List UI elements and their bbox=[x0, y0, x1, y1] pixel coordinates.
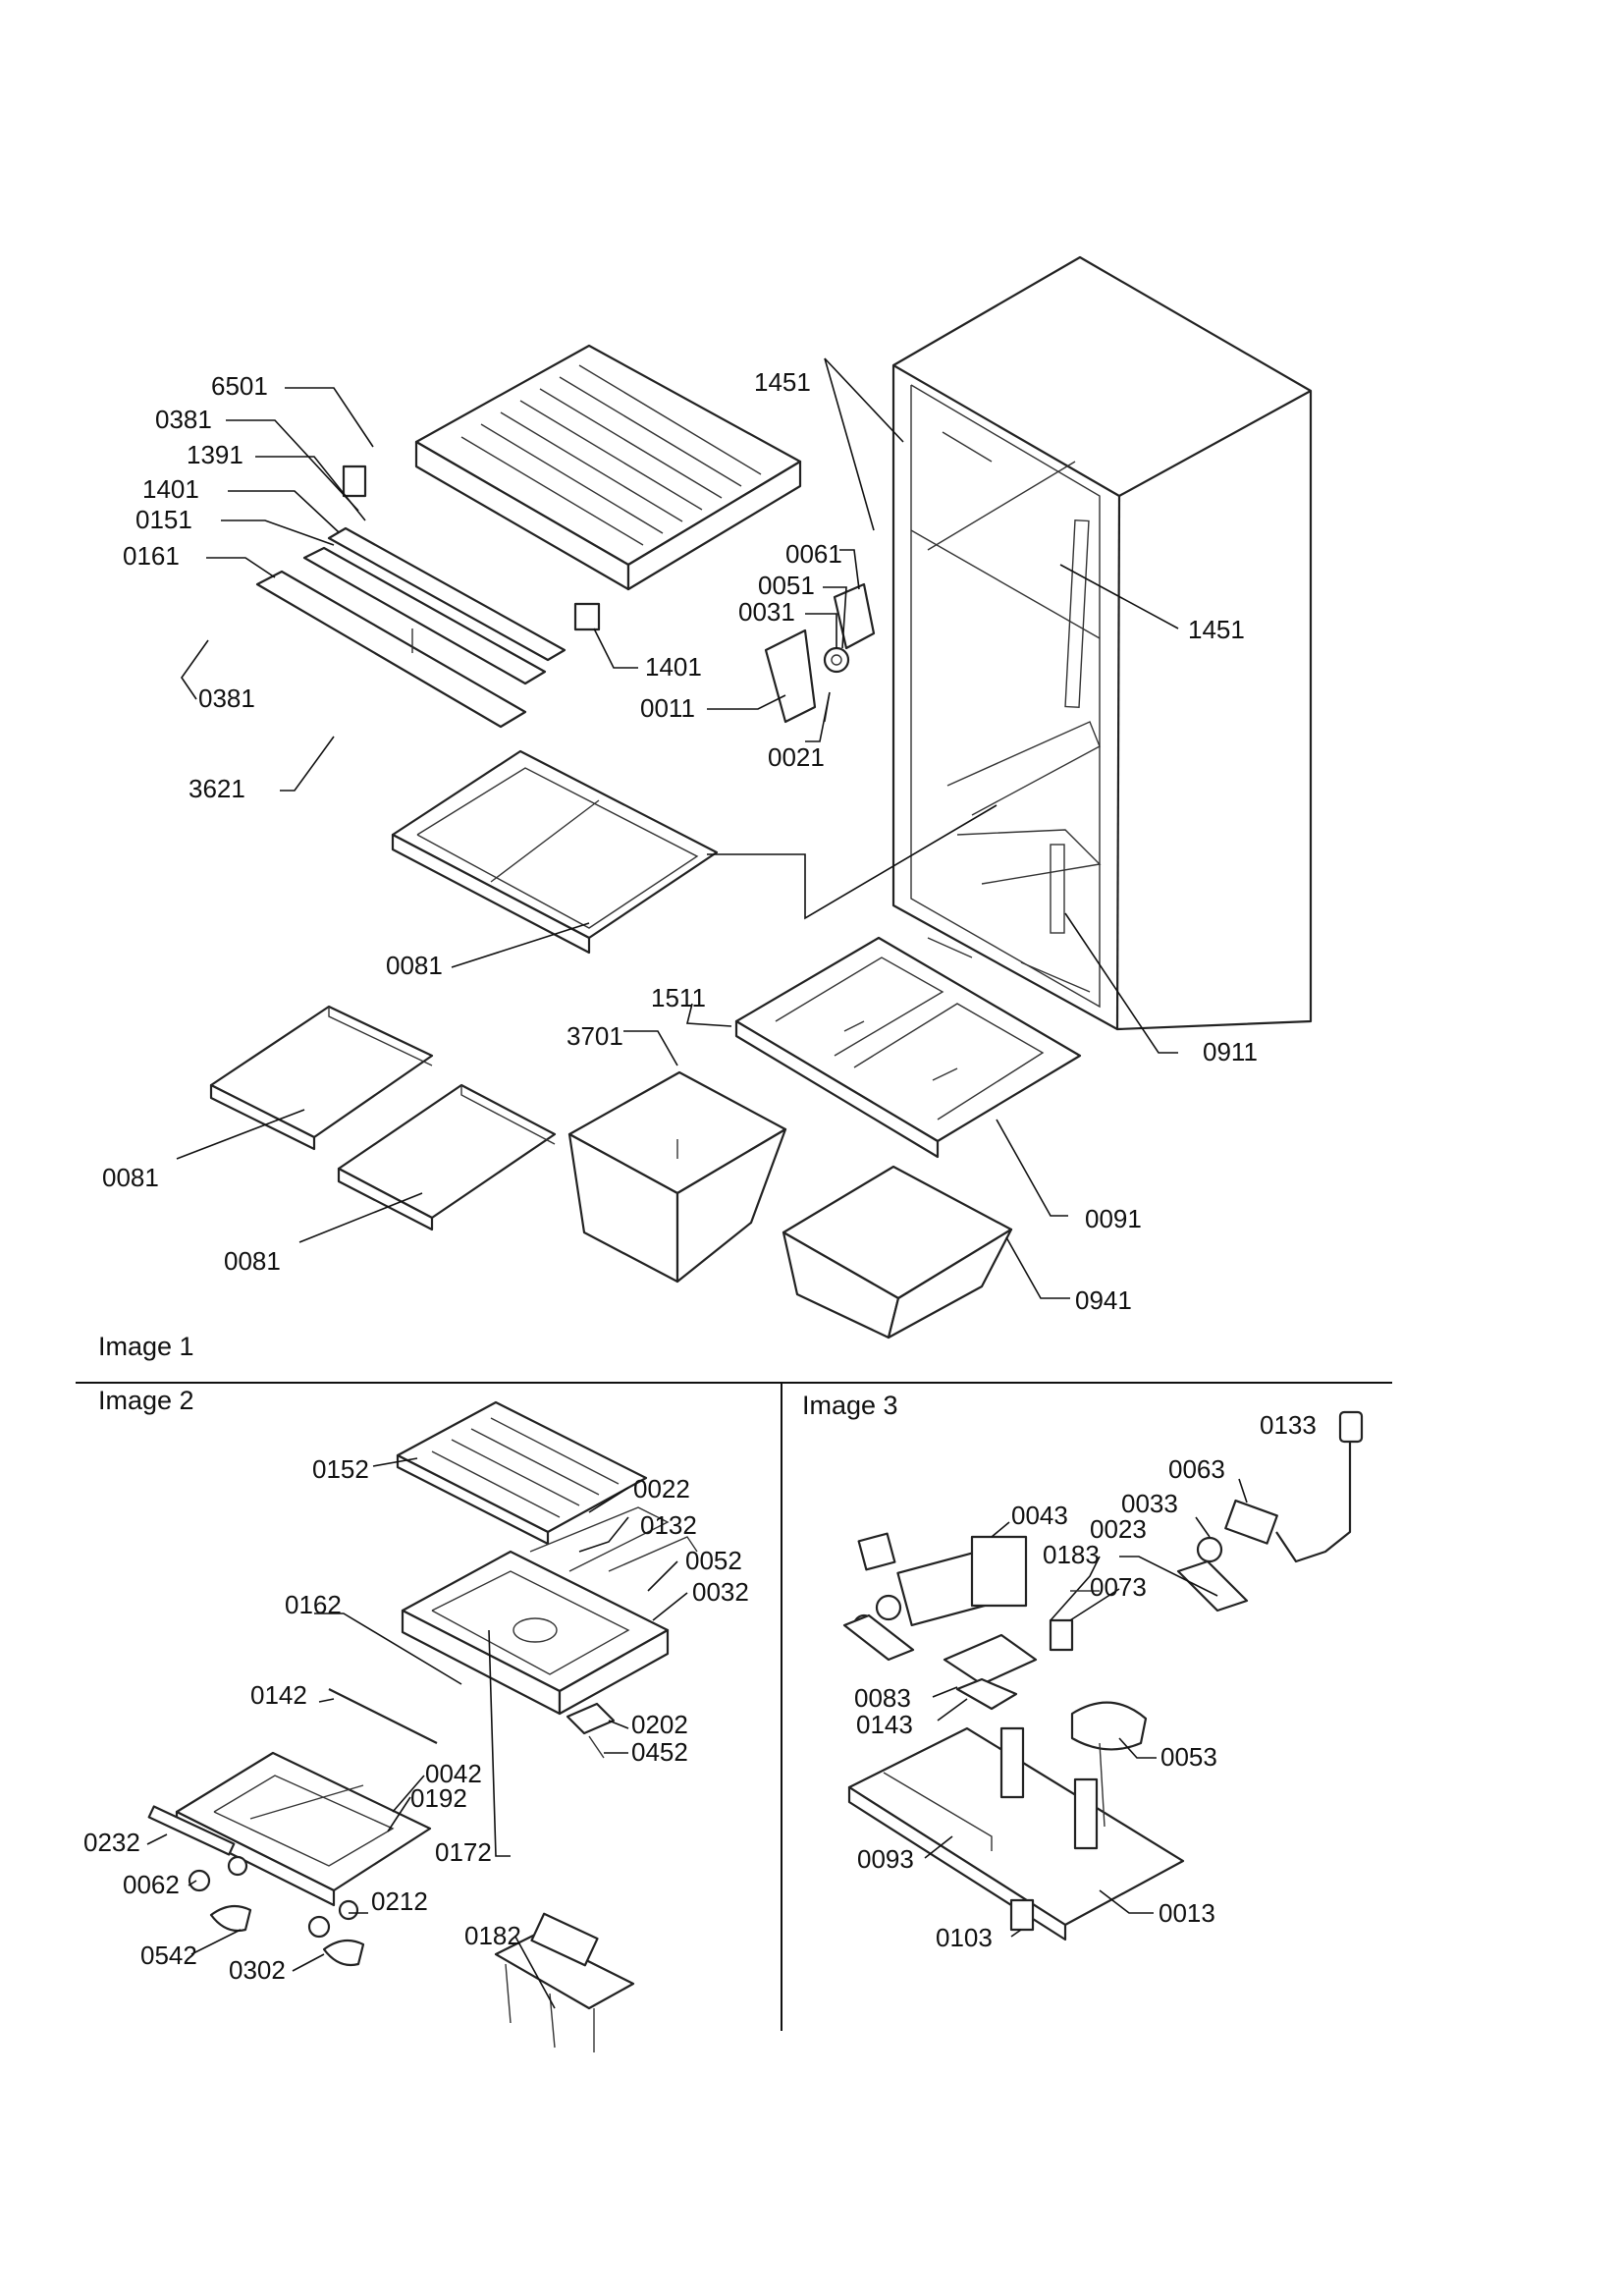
image3-leaders bbox=[924, 1478, 1248, 1938]
caption-image2: Image 2 bbox=[98, 1386, 194, 1415]
callout-0202: 0202 bbox=[631, 1710, 688, 1739]
callout-0032: 0032 bbox=[692, 1577, 749, 1607]
callout-0042: 0042 bbox=[425, 1759, 482, 1788]
callout-0133: 0133 bbox=[1260, 1410, 1317, 1440]
refrigerator-cabinet bbox=[891, 255, 1313, 1031]
crisper-cover bbox=[734, 936, 1082, 1159]
callout-0073: 0073 bbox=[1090, 1572, 1147, 1602]
image2-drawing: 0152 0022 0132 0052 0032 0162 0142 0202 … bbox=[83, 1400, 749, 2052]
callout-1391: 1391 bbox=[187, 440, 243, 469]
callout-0381-bottom: 0381 bbox=[198, 683, 255, 713]
thermostat-bracket bbox=[494, 1912, 635, 2052]
callout-0911: 0911 bbox=[1203, 1037, 1258, 1066]
callout-3621: 3621 bbox=[189, 774, 245, 803]
callout-0132: 0132 bbox=[640, 1510, 697, 1540]
control-housing bbox=[401, 1506, 698, 1716]
callout-0172: 0172 bbox=[435, 1837, 492, 1867]
callout-0183: 0183 bbox=[1043, 1540, 1100, 1569]
callout-0053: 0053 bbox=[1160, 1742, 1217, 1772]
callout-0452: 0452 bbox=[631, 1737, 688, 1767]
callout-0152: 0152 bbox=[312, 1454, 369, 1484]
bracket-0083 bbox=[943, 1633, 1038, 1686]
small-parts-image3 bbox=[842, 1532, 1249, 1932]
image2-leaders bbox=[146, 1457, 688, 2009]
callout-0302: 0302 bbox=[229, 1955, 286, 1985]
crisper-pan-left bbox=[567, 1070, 787, 1284]
image1-drawing: 6501 0381 1391 1401 0151 0161 0381 3621 … bbox=[102, 255, 1313, 1339]
callout-0941: 0941 bbox=[1075, 1285, 1132, 1315]
caption-image3: Image 3 bbox=[802, 1391, 898, 1420]
thermostat-0063 bbox=[1196, 1410, 1364, 1563]
callout-3701: 3701 bbox=[566, 1021, 623, 1051]
callout-0093: 0093 bbox=[857, 1844, 914, 1874]
callout-0091: 0091 bbox=[1085, 1204, 1142, 1233]
callout-0011: 0011 bbox=[640, 693, 695, 723]
callout-0043: 0043 bbox=[1011, 1501, 1068, 1530]
callout-0081-center: 0081 bbox=[386, 951, 443, 980]
hinge-bracket bbox=[764, 582, 876, 724]
caption-image1: Image 1 bbox=[98, 1332, 194, 1361]
callout-1451-right: 1451 bbox=[1188, 615, 1245, 644]
callout-1401-right: 1401 bbox=[645, 652, 702, 682]
wire-0142 bbox=[328, 1688, 438, 1744]
switch-0202 bbox=[566, 1702, 616, 1759]
callout-1511: 1511 bbox=[651, 983, 706, 1012]
light-housing bbox=[147, 1751, 432, 1967]
callout-0033: 0033 bbox=[1121, 1489, 1178, 1518]
callout-1401-left: 1401 bbox=[142, 474, 199, 504]
callout-0081-lower: 0081 bbox=[224, 1246, 281, 1276]
callout-0013: 0013 bbox=[1159, 1898, 1215, 1928]
callout-0023: 0023 bbox=[1090, 1514, 1147, 1544]
callout-0142: 0142 bbox=[250, 1680, 307, 1710]
callout-0062: 0062 bbox=[123, 1870, 180, 1899]
callout-0162: 0162 bbox=[285, 1590, 342, 1619]
callout-0052: 0052 bbox=[685, 1546, 742, 1575]
callout-0063: 0063 bbox=[1168, 1454, 1225, 1484]
callout-1451-top: 1451 bbox=[754, 367, 811, 397]
callout-0151: 0151 bbox=[135, 505, 192, 534]
callout-0061: 0061 bbox=[785, 539, 842, 569]
callout-0021: 0021 bbox=[768, 742, 825, 772]
callout-0103: 0103 bbox=[936, 1923, 993, 1952]
callout-0081-left: 0081 bbox=[102, 1163, 159, 1192]
callout-0192: 0192 bbox=[410, 1783, 467, 1813]
crisper-pan-right bbox=[782, 1165, 1013, 1339]
callout-0143: 0143 bbox=[856, 1710, 913, 1739]
timer-0053 bbox=[1070, 1701, 1148, 1828]
callout-0542: 0542 bbox=[140, 1941, 197, 1970]
callout-6501: 6501 bbox=[211, 371, 268, 401]
callout-0161: 0161 bbox=[123, 541, 180, 571]
glass-shelf-center bbox=[391, 749, 719, 955]
callout-0031: 0031 bbox=[738, 597, 795, 627]
light-shield bbox=[396, 1400, 648, 1546]
image1-leaders bbox=[176, 357, 1179, 1299]
callout-0022: 0022 bbox=[633, 1474, 690, 1503]
callout-0051: 0051 bbox=[758, 571, 815, 600]
freezer-shelf bbox=[414, 344, 802, 591]
callout-0182: 0182 bbox=[464, 1921, 521, 1950]
glass-shelf-left-2 bbox=[337, 1083, 557, 1231]
image3-drawing: 0133 0063 0043 0033 0183 0023 0073 0083 … bbox=[842, 1410, 1364, 1952]
callout-0232: 0232 bbox=[83, 1828, 140, 1857]
callout-0083: 0083 bbox=[854, 1683, 911, 1713]
callout-0381-top: 0381 bbox=[155, 405, 212, 434]
callout-0212: 0212 bbox=[371, 1886, 428, 1916]
